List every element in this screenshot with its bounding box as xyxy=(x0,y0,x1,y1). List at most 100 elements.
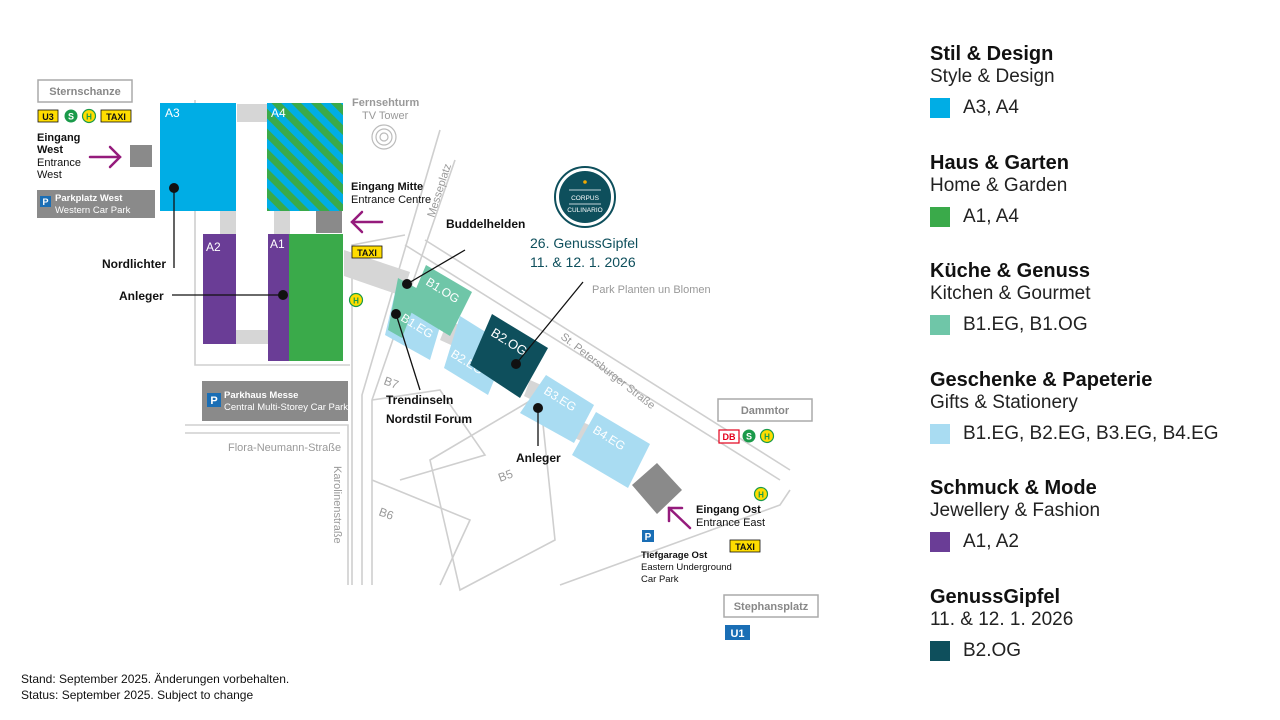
u3-label: U3 xyxy=(42,112,54,122)
legend-swatch xyxy=(930,206,950,227)
footer-de: Stand: September 2025. Änderungen vorbeh… xyxy=(21,672,290,686)
legend-subtitle: Kitchen & Gourmet xyxy=(930,283,1091,304)
parking-ost-p-icon[interactable] xyxy=(642,530,654,542)
bus-stop-centre-label: H xyxy=(353,297,359,306)
callout-anleger-east: Anleger xyxy=(516,451,561,465)
station-sternschanze[interactable] xyxy=(37,79,133,103)
entrance-west-arrow-icon xyxy=(88,145,122,169)
legend-row: A3, A4 xyxy=(930,97,1260,119)
legend-halls: A1, A2 xyxy=(963,531,1019,552)
parking-ost-de: Tiefgarage Ost xyxy=(641,550,708,561)
legend-title: Geschenke & Papeterie xyxy=(930,368,1153,391)
parking-messe-p-icon xyxy=(207,393,221,407)
hall-a1-green[interactable] xyxy=(289,234,343,361)
taxi-label: TAXI xyxy=(106,112,126,122)
legend-halls: B1.EG, B2.EG, B3.EG, B4.EG xyxy=(963,422,1219,444)
legend-subtitle: Jewellery & Fashion xyxy=(930,500,1101,521)
callout-buddelhelden: Buddelhelden xyxy=(446,217,525,231)
hall-b4eg[interactable] xyxy=(572,412,650,488)
entrance-east-en: Entrance East xyxy=(696,517,765,529)
genussgipfel-dates: 11. & 12. 1. 2026 xyxy=(530,254,636,270)
legend-row: B2.OG xyxy=(930,640,1260,662)
street-park: Park Planten un Blomen xyxy=(592,284,711,296)
bus-stop-east-label: H xyxy=(758,491,764,500)
legend-title: Schmuck & Mode xyxy=(930,477,1097,499)
hall-b1eg-green[interactable] xyxy=(388,278,420,338)
taxi-icon xyxy=(100,109,132,123)
callout-dots xyxy=(169,183,543,413)
parking-ost-en-2: Car Park xyxy=(641,574,679,585)
station-sternschanze-label: Sternschanze xyxy=(49,86,121,98)
bus-stop-centre-icon xyxy=(348,292,364,308)
parking-west-p: P xyxy=(42,197,48,207)
legend-title: GenussGipfel xyxy=(930,585,1061,608)
entrance-west-en-1: Entrance xyxy=(37,157,81,169)
station-stephansplatz-label: Stephansplatz xyxy=(734,601,809,613)
footer: Stand: September 2025. Änderungen vorbeh… xyxy=(21,671,289,703)
entrance-centre-en: Entrance Centre xyxy=(351,194,431,206)
legend-subtitle: Gifts & Stationery xyxy=(930,391,1078,413)
street-karolinen: Karolinenstraße xyxy=(331,466,343,544)
parking-west-p-icon xyxy=(40,196,51,207)
taxi-east-label: TAXI xyxy=(735,542,755,552)
footer-en: Status: September 2025. Subject to chang… xyxy=(21,688,254,702)
entrance-west-de-1: Eingang xyxy=(37,132,80,144)
hall-b1og[interactable] xyxy=(407,265,472,336)
legend-title: Küche & Genuss xyxy=(930,260,1091,282)
parking-west-en: Western Car Park xyxy=(55,205,131,216)
taxi-east-icon xyxy=(729,539,761,553)
legend-halls: A1, A4 xyxy=(963,205,1019,227)
callout-lines xyxy=(172,188,584,446)
parking-west[interactable] xyxy=(37,190,155,218)
legend-subtitle: Home & Garden xyxy=(930,174,1068,196)
logo-bottom: CULINARIO xyxy=(567,207,602,214)
hall-a1-purple[interactable] xyxy=(268,234,289,361)
tv-tower-de: Fernsehturm xyxy=(352,97,419,109)
hall-a3[interactable] xyxy=(160,103,236,211)
hall-a1-label: A1 xyxy=(270,237,285,251)
parking-messe-en: Central Multi-Storey Car Park xyxy=(224,402,348,413)
bus-stop-dammtor-label: H xyxy=(764,433,770,442)
hall-a4[interactable] xyxy=(267,103,343,211)
u3-icon xyxy=(37,109,59,123)
bus-stop-dammtor-icon xyxy=(759,428,775,444)
hall-a4-label: A4 xyxy=(271,106,286,120)
callout-anleger-west: Anleger xyxy=(119,289,164,303)
hall-b5-label: B5 xyxy=(496,467,515,485)
legend-subtitle: Style & Design xyxy=(930,66,1055,87)
s-bahn-label: S xyxy=(68,112,74,122)
entrance-west-de-2: West xyxy=(37,144,63,156)
legend-subtitle: 11. & 12. 1. 2026 xyxy=(930,608,1074,630)
logo-top: CORPUS xyxy=(571,195,599,202)
u1-label: U1 xyxy=(730,628,744,640)
legend-swatch xyxy=(930,640,950,661)
legend-halls: B1.EG, B1.OG xyxy=(963,314,1088,335)
corpus-culinario-logo: CORPUS CULINARIO xyxy=(554,166,616,228)
taxi-centre-label: TAXI xyxy=(357,248,377,258)
parking-messe[interactable] xyxy=(202,381,348,421)
bus-stop-east-icon xyxy=(753,486,769,502)
legend-swatch xyxy=(930,423,950,444)
legend-row: B1.EG, B2.EG, B3.EG, B4.EG xyxy=(930,423,1260,445)
s-bahn-dammtor-icon xyxy=(742,429,756,443)
legend-swatch xyxy=(930,315,950,335)
street-messeplatz: Messeplatz xyxy=(425,162,454,219)
callout-nordlichter: Nordlichter xyxy=(102,257,166,271)
legend-swatch xyxy=(930,532,950,552)
tv-tower-icon xyxy=(371,124,397,150)
hall-b3eg[interactable] xyxy=(520,375,594,443)
hall-b2og[interactable] xyxy=(470,314,548,398)
legend-row: A1, A2 xyxy=(930,531,1260,553)
entrance-centre-arrow-icon xyxy=(350,210,384,234)
station-dammtor[interactable] xyxy=(717,398,813,422)
s-bahn-icon xyxy=(64,109,78,123)
legend-row: A1, A4 xyxy=(930,206,1260,228)
legend-halls: B2.OG xyxy=(963,639,1022,661)
hall-a2[interactable] xyxy=(203,234,236,344)
station-stephansplatz[interactable] xyxy=(723,594,819,618)
parking-ost-en-1: Eastern Underground xyxy=(641,562,732,573)
